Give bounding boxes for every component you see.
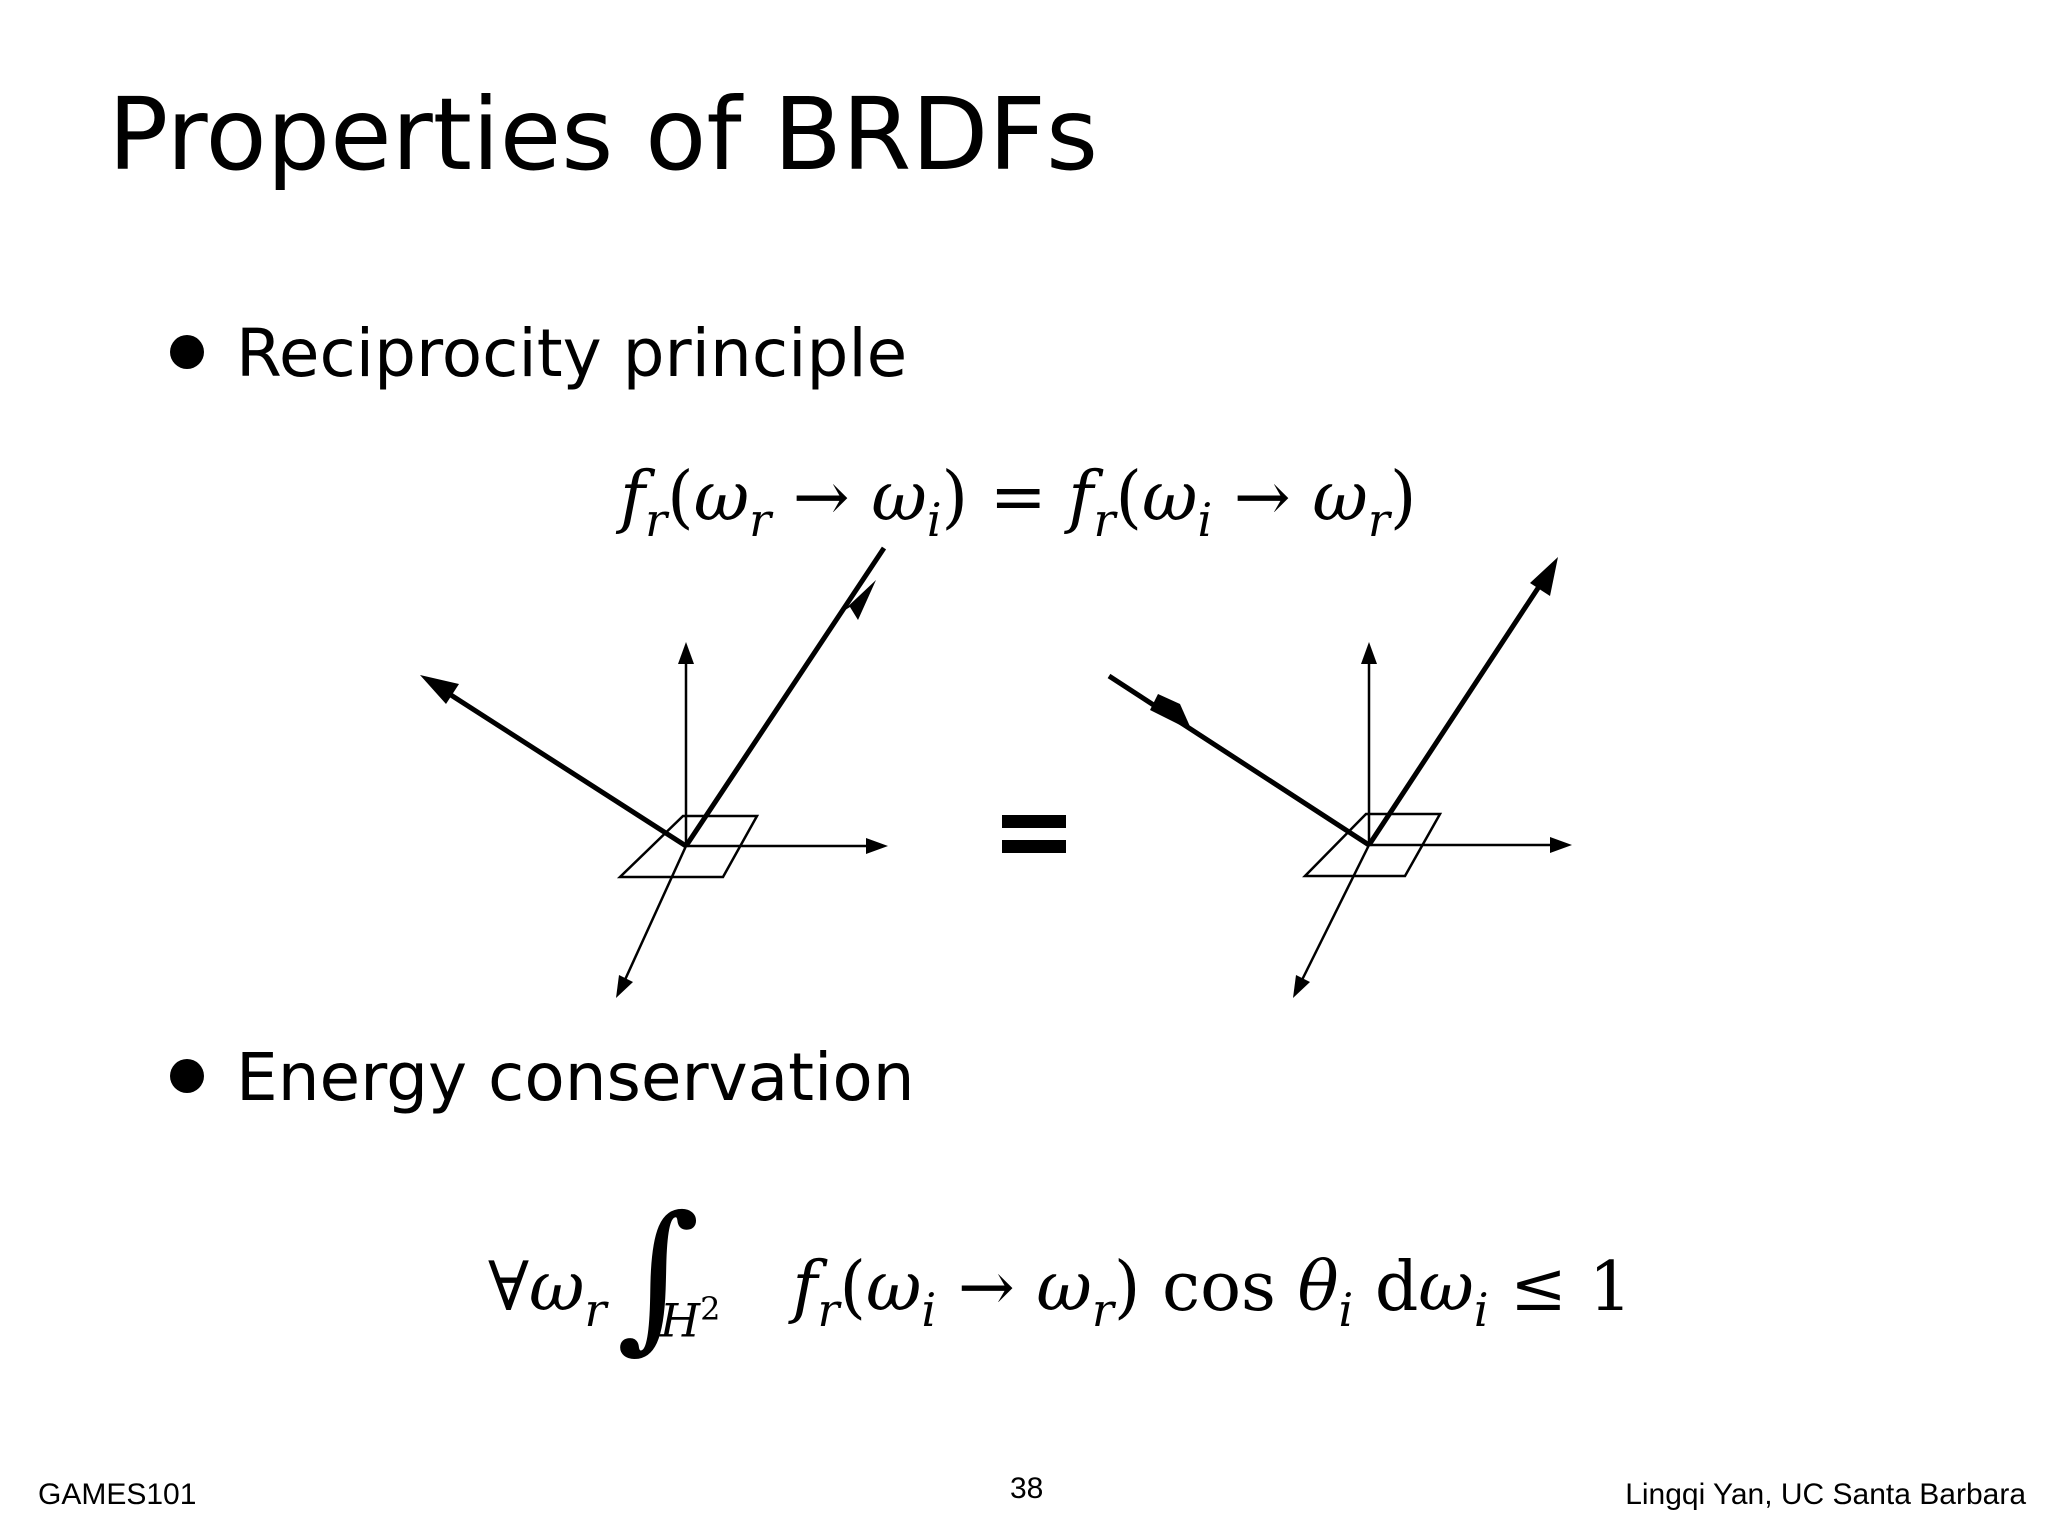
right-outgoing-ray (1366, 580, 1545, 847)
left-outgoing-ray (438, 685, 688, 849)
footer-course: GAMES101 (38, 1478, 197, 1511)
left-incoming-ray (683, 546, 887, 848)
left-normal-arrow-icon (678, 642, 694, 664)
right-z-arrow-icon (1293, 975, 1310, 998)
right-brdf-figure (1107, 557, 1572, 998)
right-outgoing-arrow-icon (1530, 557, 1558, 596)
right-z-axis (1299, 844, 1371, 983)
slide-title: Properties of BRDFs (108, 76, 1099, 193)
left-brdf-figure (420, 546, 888, 998)
bullet-text: Energy conservation (236, 1039, 915, 1116)
left-incoming-arrow-icon (842, 580, 876, 620)
bullet-dot-icon (170, 334, 204, 369)
bullet-reciprocity: Reciprocity principle (170, 315, 908, 392)
bullet-energy: Energy conservation (170, 1039, 915, 1116)
equals-sign (1002, 815, 1066, 853)
right-surface-patch (1302, 812, 1443, 878)
right-incoming-ray (1107, 673, 1371, 848)
left-outgoing-arrow-icon (420, 675, 459, 704)
bullet-dot-icon (170, 1058, 204, 1093)
page-number: 38 (1010, 1472, 1044, 1505)
energy-conservation-equation: ∀ωr∫ fr(ωi → ωr) cos θi dωi ≤ 1 (488, 1181, 1633, 1368)
right-x-arrow-icon (1550, 837, 1572, 853)
left-x-arrow-icon (866, 838, 888, 854)
left-z-axis (622, 845, 688, 983)
footer-author: Lingqi Yan, UC Santa Barbara (1625, 1478, 2026, 1511)
reciprocity-equation: fr(ωr → ωi) = fr(ωi → ωr) (620, 458, 1417, 547)
integral-domain: H2 (660, 1290, 721, 1348)
left-z-arrow-icon (616, 975, 633, 998)
bullet-text: Reciprocity principle (236, 315, 908, 392)
right-incoming-arrow-icon (1150, 694, 1192, 731)
right-normal-arrow-icon (1361, 642, 1377, 664)
left-surface-patch (616, 814, 760, 879)
